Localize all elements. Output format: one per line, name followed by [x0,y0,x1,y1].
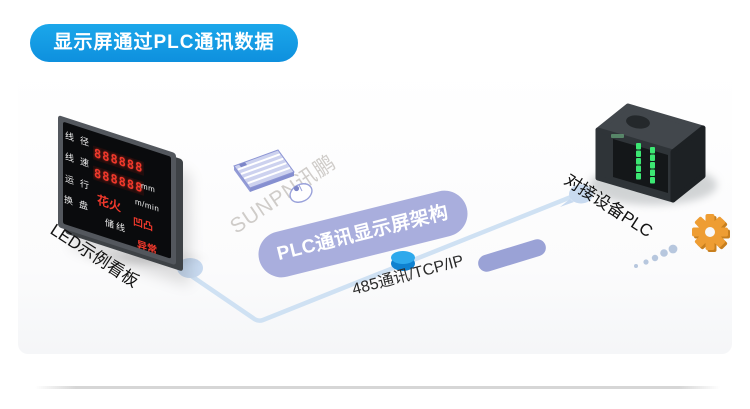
plc-device [589,103,717,205]
plc-right-face [670,125,706,203]
mouse-icon [289,183,313,203]
title-banner: 显示屏通过PLC通讯数据 [30,24,298,62]
bottom-divider-line [35,386,720,389]
status-bump: 凹凸 [133,216,153,234]
keyboard-icon [233,149,295,192]
status-error: 异常 [137,239,157,258]
status-store: 储线 [105,217,128,235]
status-spark: 花火 [97,192,122,215]
led-row-label: 线径 [65,130,96,151]
unit-label: m/min [135,197,160,214]
plc-label-strip [611,134,624,138]
led-row-label: 线速 [65,151,96,172]
plc-top-port [626,115,650,129]
gear-icon [692,214,730,252]
led-row-label: 换盘 [64,193,95,214]
plc-led-grid [636,143,655,184]
led-row-label: 运行 [65,173,96,194]
